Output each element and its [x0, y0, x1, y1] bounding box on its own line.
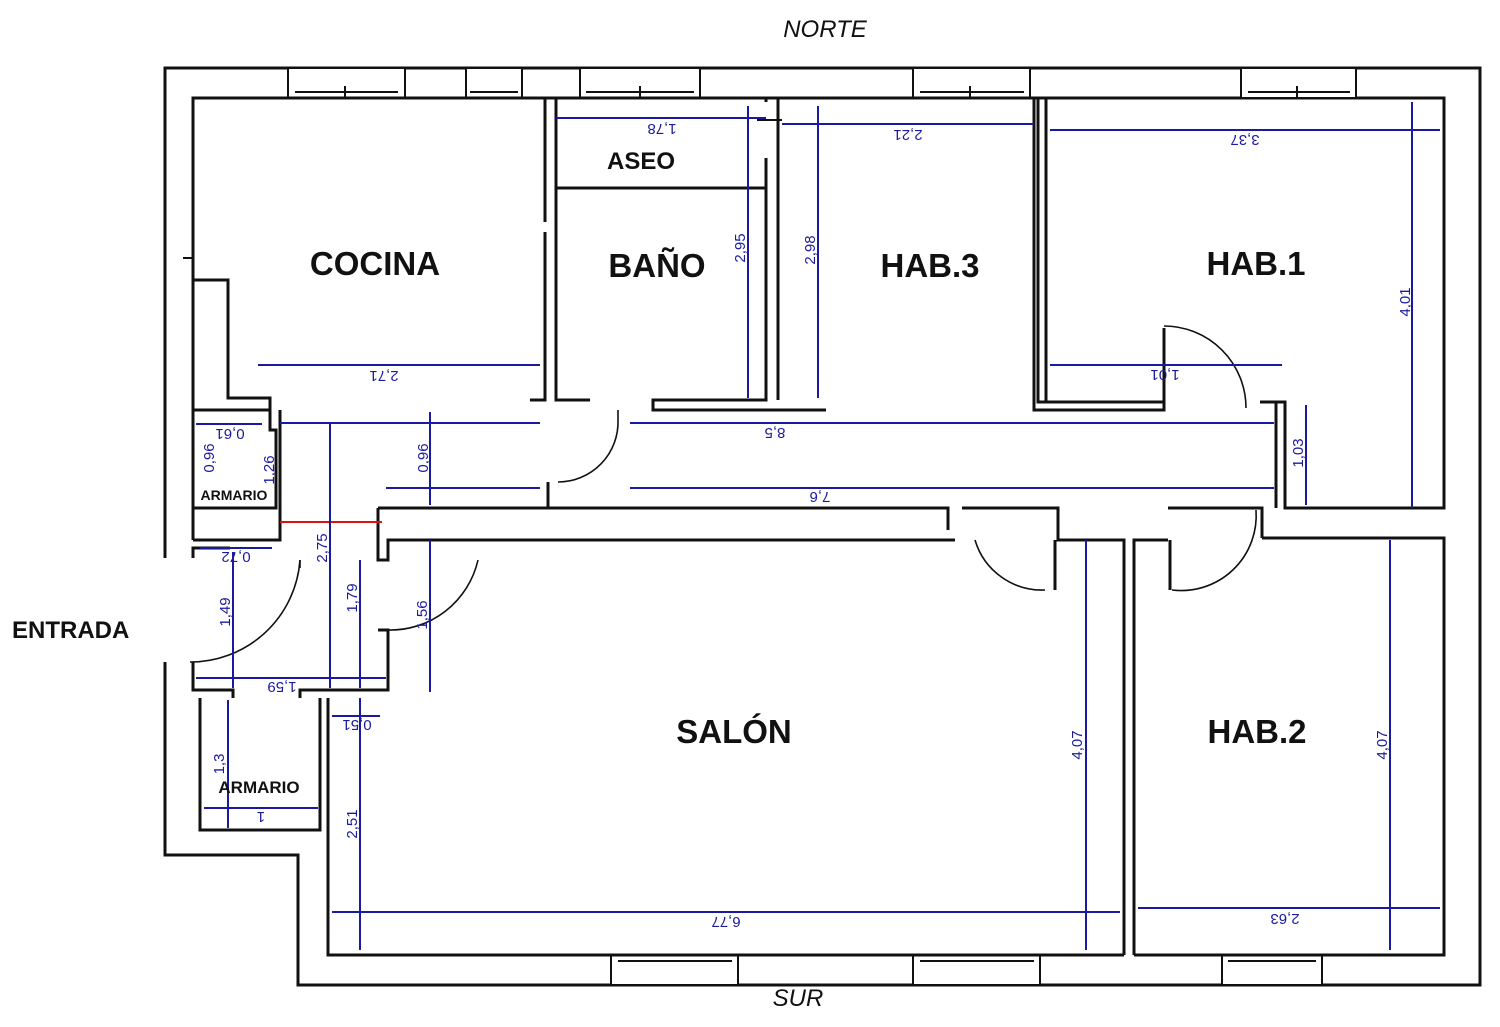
dim-hall-h2: 1,79	[344, 583, 361, 612]
dim-corridor-length-bottom: 7,6	[810, 488, 831, 505]
south-windows	[610, 954, 1323, 986]
dim-hab1-width: 3,37	[1230, 131, 1259, 148]
room-label-aseo: ASEO	[607, 148, 675, 175]
dim-aseo-width: 1,78	[647, 120, 676, 137]
room-label-bano: BAÑO	[608, 247, 705, 284]
outer-walls	[163, 66, 1482, 987]
dim-salon-w: 6,77	[711, 913, 740, 930]
dim-armario-bottom-w: 1	[257, 808, 265, 825]
dim-corridor-width: 0,96	[415, 443, 432, 472]
dim-entry-h: 1,49	[217, 597, 234, 626]
dimension-lines	[196, 102, 1440, 950]
dim-hab2-w: 2,63	[1270, 910, 1299, 927]
dim-entry-w: 0,72	[221, 548, 250, 565]
dim-corridor-length-top: 8,5	[765, 424, 786, 441]
corridor-walls	[193, 402, 1446, 957]
north-label: NORTE	[783, 16, 868, 43]
room-label-salon: SALÓN	[676, 713, 792, 750]
room-label-cocina: COCINA	[310, 245, 440, 282]
dim-hab1-height: 4,01	[1397, 287, 1414, 316]
dim-hab1-door: 1,01	[1150, 366, 1179, 383]
dim-hall-w: 1,59	[267, 678, 296, 695]
dim-armario-bottom-h: 1,3	[211, 754, 228, 775]
dim-cocina-width: 2,71	[369, 367, 398, 384]
dim-hall-h3: 1,56	[414, 600, 431, 629]
dim-hab2-h: 4,07	[1374, 730, 1391, 759]
room-label-armario-top: ARMARIO	[201, 487, 268, 503]
dim-bano-height: 2,95	[732, 233, 749, 262]
hab3-walls	[778, 96, 1166, 412]
bano-walls	[554, 96, 826, 412]
south-label: SUR	[773, 985, 824, 1012]
room-label-hab3: HAB.3	[880, 247, 979, 284]
dim-armario-top-h: 0,96	[201, 443, 218, 472]
dim-hab3-width: 2,21	[893, 126, 922, 143]
room-label-hab1: HAB.1	[1206, 245, 1305, 282]
dim-hall-h: 2,75	[314, 533, 331, 562]
entrance-label: ENTRADA	[12, 617, 129, 644]
cocina-walls	[183, 96, 547, 410]
dim-hab3-height: 2,98	[802, 235, 819, 264]
room-label-hab2: HAB.2	[1207, 713, 1306, 750]
dim-corridor-end: 1,03	[1290, 438, 1307, 467]
dim-salon-h: 4,07	[1069, 730, 1086, 759]
room-label-armario-bottom: ARMARIO	[218, 778, 299, 797]
dim-armario-top-w: 0,61	[215, 425, 244, 442]
doors	[189, 325, 1257, 663]
north-windows	[287, 67, 1357, 99]
hall-walls	[191, 546, 1124, 957]
room-labels: COCINA BAÑO ASEO HAB.3 HAB.1 SALÓN HAB.2…	[201, 148, 1307, 797]
dim-armario-top-d: 1,26	[261, 455, 278, 484]
dim-salon-left-h: 2,51	[344, 809, 361, 838]
dimension-texts: 1,78 2,21 3,37 2,71 2,95 2,98 4,01 1,01 …	[201, 120, 1414, 930]
dim-salon-step: 0,51	[342, 716, 371, 733]
armario-top-walls	[193, 408, 278, 510]
